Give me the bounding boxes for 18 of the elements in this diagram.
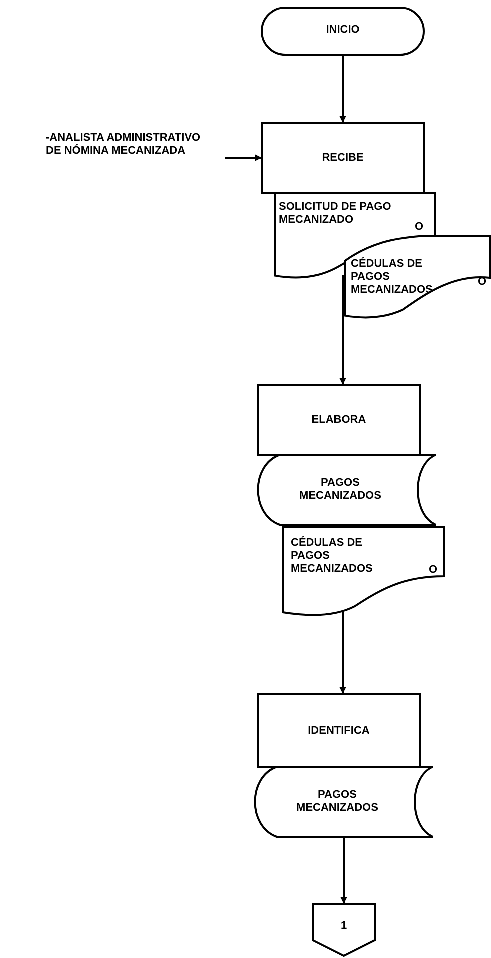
copy-marker: O <box>415 221 425 234</box>
stored-data-label: PAGOS MECANIZADOS <box>296 789 380 815</box>
connector-number: 1 <box>340 920 348 933</box>
arrow <box>340 611 346 694</box>
stored-data-label: PAGOS MECANIZADOS <box>298 477 382 503</box>
arrow <box>340 837 348 904</box>
actor-label: -ANALISTA ADMINISTRATIVO DE NÓMINA MECANIZADA <box>46 132 202 158</box>
arrow <box>340 275 346 385</box>
arrow <box>225 154 262 162</box>
process-label: IDENTIFICA <box>307 725 371 738</box>
terminal-label: INICIO <box>325 24 361 37</box>
document-label: SOLICITUD DE PAGO MECANIZADO <box>279 201 392 227</box>
arrow <box>340 55 346 123</box>
process-label: ELABORA <box>310 414 368 427</box>
document-label: CÉDULAS DE PAGOS MECANIZADOS <box>291 537 374 576</box>
document-label: CÉDULAS DE PAGOS MECANIZADOS <box>351 258 433 297</box>
process-label: RECIBE <box>321 152 365 165</box>
copy-marker: O <box>429 564 439 577</box>
